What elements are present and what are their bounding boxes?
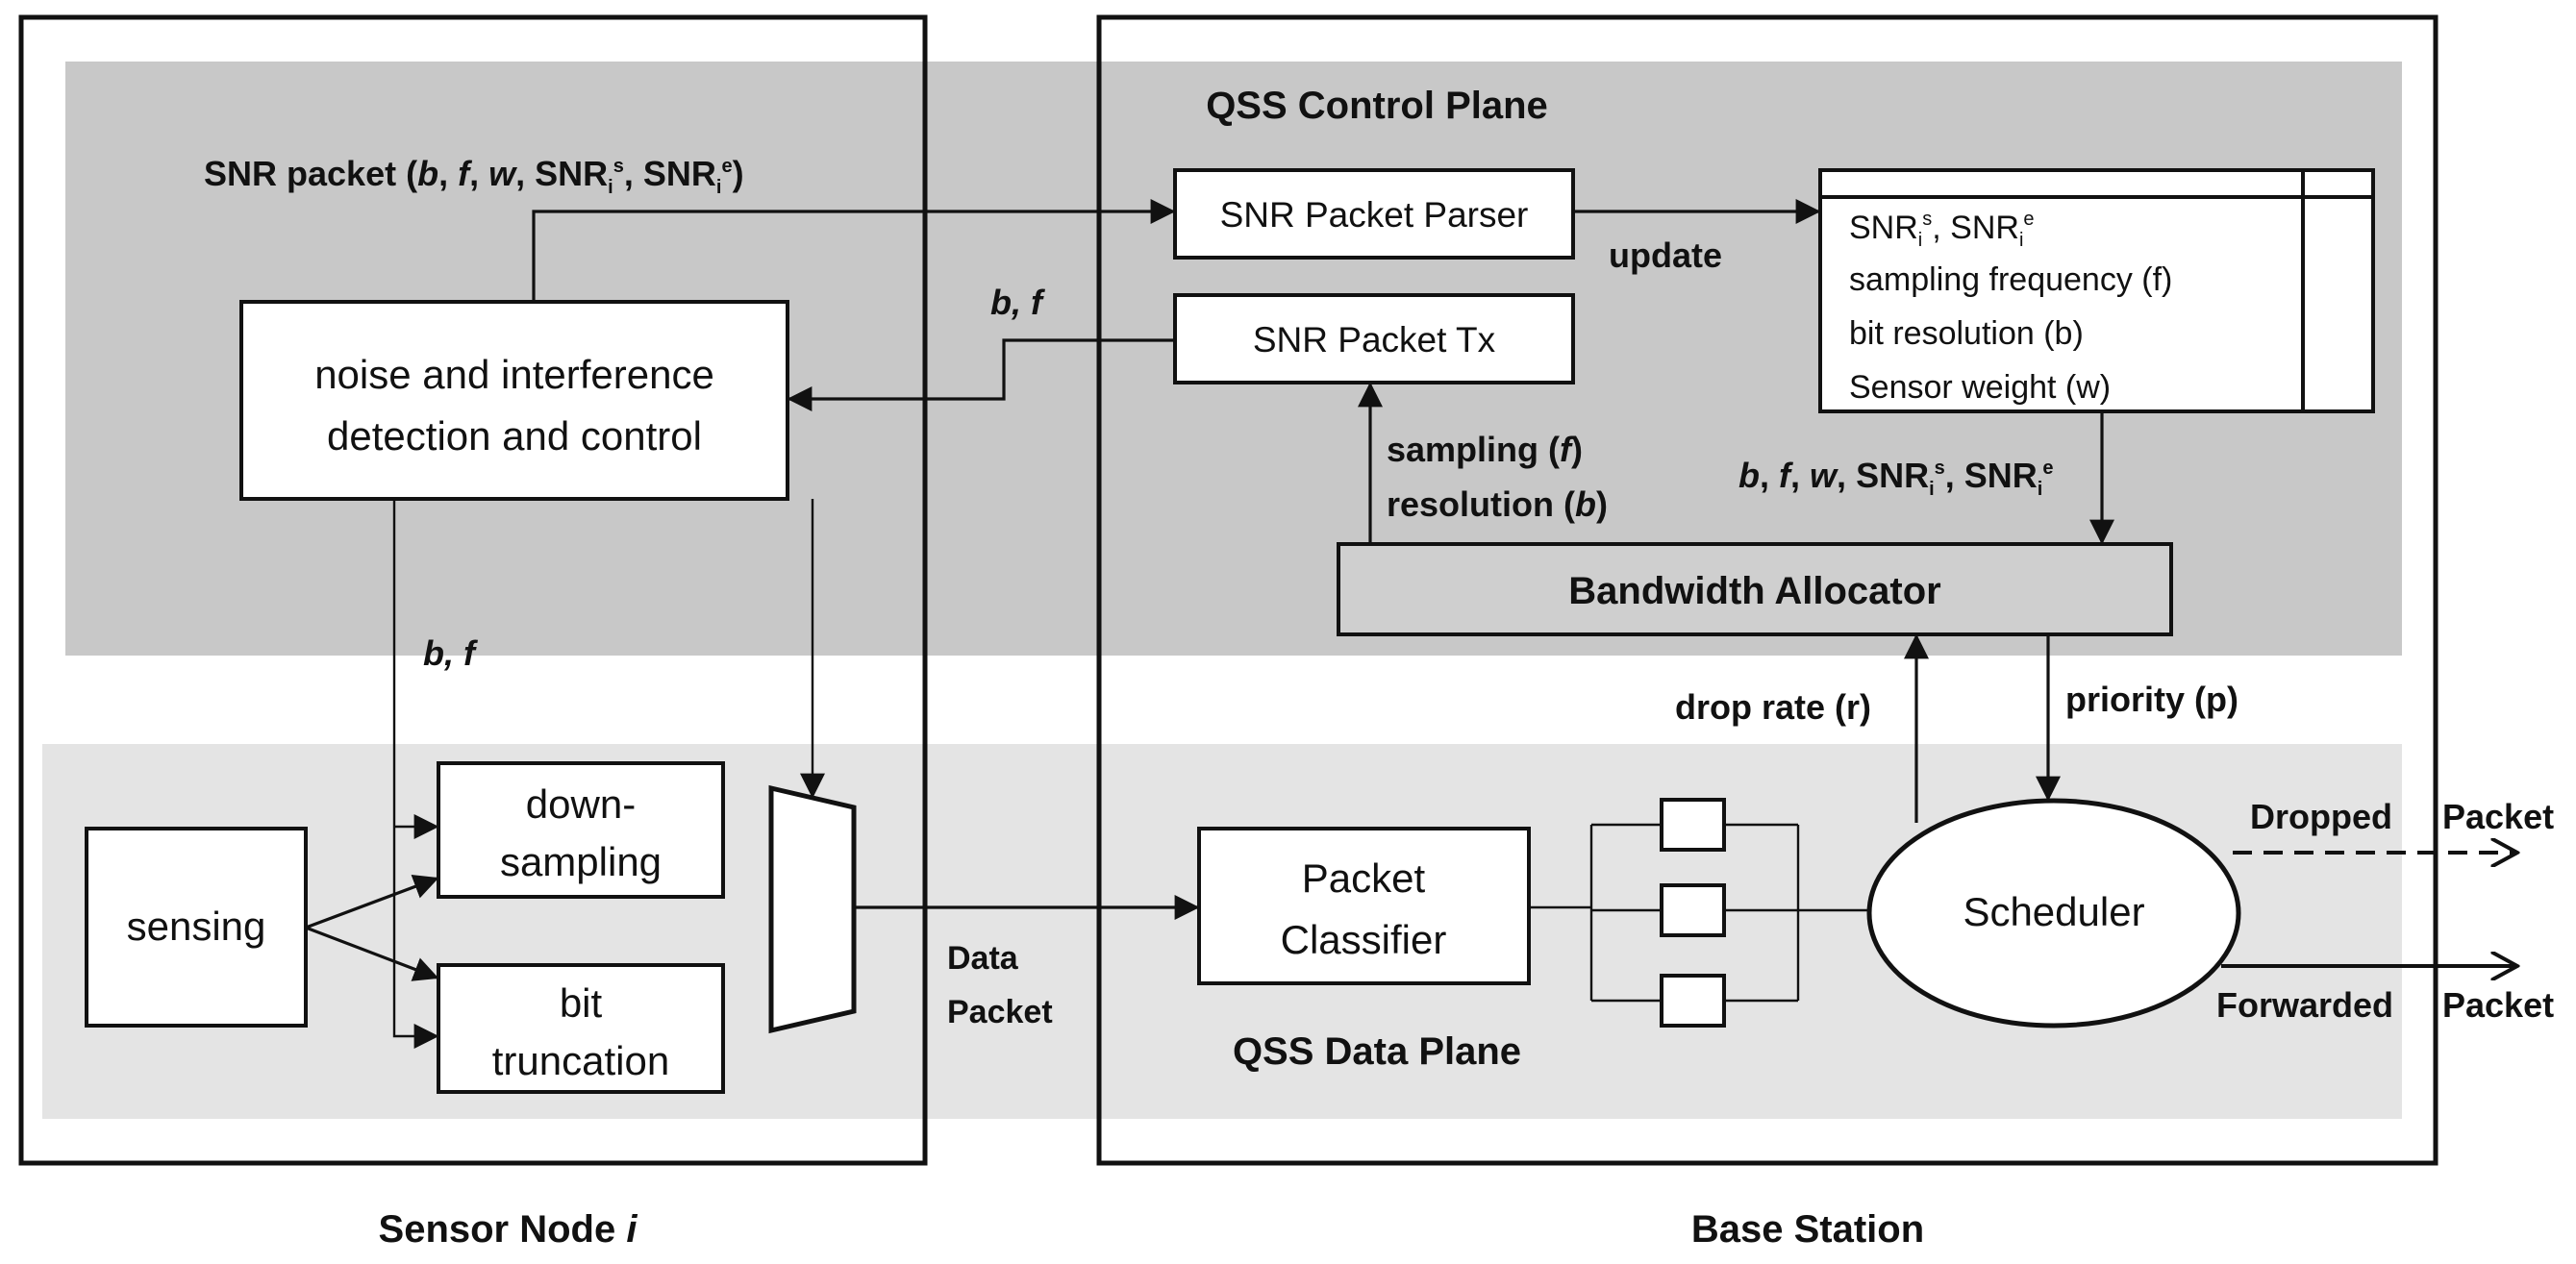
packet-classifier-label-2: Classifier <box>1281 917 1447 962</box>
down-sampling-block <box>437 761 725 899</box>
sensing-block <box>85 827 308 1028</box>
noise-detection-label-1: noise and interference <box>314 352 714 397</box>
bf-feedback-arrow <box>787 338 1175 411</box>
table-row-snr: SNRis, SNRie <box>1849 209 2035 251</box>
bf-left-label: b, f <box>423 633 478 673</box>
table-row-sampling-frequency: sampling frequency (f) <box>1849 261 2172 298</box>
scheduler-label: Scheduler <box>1963 889 2144 934</box>
queue-3 <box>1660 974 1726 1028</box>
data-packet-label-1: Data <box>947 940 1019 977</box>
snr-packet-arrow <box>532 199 1176 302</box>
down-sampling-label-2: sampling <box>500 839 662 884</box>
snr-packet-tx-label: SNR Packet Tx <box>1253 320 1496 359</box>
snr-packet-label: SNR packet (b, f, w, SNRis, SNRie) <box>204 154 744 198</box>
bandwidth-allocator-block <box>1337 542 2173 636</box>
bandwidth-allocator-label: Bandwidth Allocator <box>1568 570 1940 612</box>
table-row-bit-resolution: bit resolution (b) <box>1849 315 2084 352</box>
packet-classifier-block <box>1197 827 1531 985</box>
sensing-to-truncation-arrow <box>305 926 439 981</box>
noise-detection-block <box>239 300 789 501</box>
snr-packet-parser-block <box>1173 168 1575 260</box>
sampling-label: sampling (f) <box>1387 430 1583 469</box>
data-packet-label-2: Packet <box>947 994 1053 1030</box>
bit-truncation-block <box>437 963 725 1094</box>
bf-top-label: b, f <box>990 283 1045 322</box>
bit-truncation-label-1: bit <box>560 980 603 1026</box>
multiplexer <box>768 784 857 1034</box>
packet-classifier-label-1: Packet <box>1302 855 1426 901</box>
sensing-to-downsampling-arrow <box>305 875 439 929</box>
bf-control-bus <box>392 499 439 1049</box>
priority-label: priority (p) <box>2065 680 2238 719</box>
sensor-node-title: Sensor Node i <box>379 1208 638 1251</box>
snr-packet-tx-block <box>1173 293 1575 384</box>
bfw-snr-label: b, f, w, SNRis, SNRie <box>1738 456 2053 500</box>
queue-2 <box>1660 883 1726 937</box>
noise-detection-label-2: detection and control <box>327 413 702 459</box>
resolution-label: resolution (b) <box>1387 484 1608 524</box>
update-label: update <box>1609 235 1722 275</box>
sensing-label: sensing <box>127 904 266 949</box>
control-plane-title: QSS Control Plane <box>1206 85 1548 127</box>
table-row-sensor-weight: Sensor weight (w) <box>1849 369 2111 406</box>
bit-truncation-label-2: truncation <box>492 1038 669 1083</box>
base-station-title: Base Station <box>1691 1208 1924 1251</box>
data-plane-title: QSS Data Plane <box>1233 1030 1521 1073</box>
snr-packet-parser-label: SNR Packet Parser <box>1220 195 1529 235</box>
queue-1 <box>1660 798 1726 852</box>
sensor-node-frame <box>18 14 928 1166</box>
down-sampling-label-1: down- <box>526 781 636 827</box>
drop-rate-label: drop rate (r) <box>1675 687 1871 727</box>
parameter-table <box>1818 168 2375 413</box>
base-station-frame <box>1096 14 2438 1166</box>
